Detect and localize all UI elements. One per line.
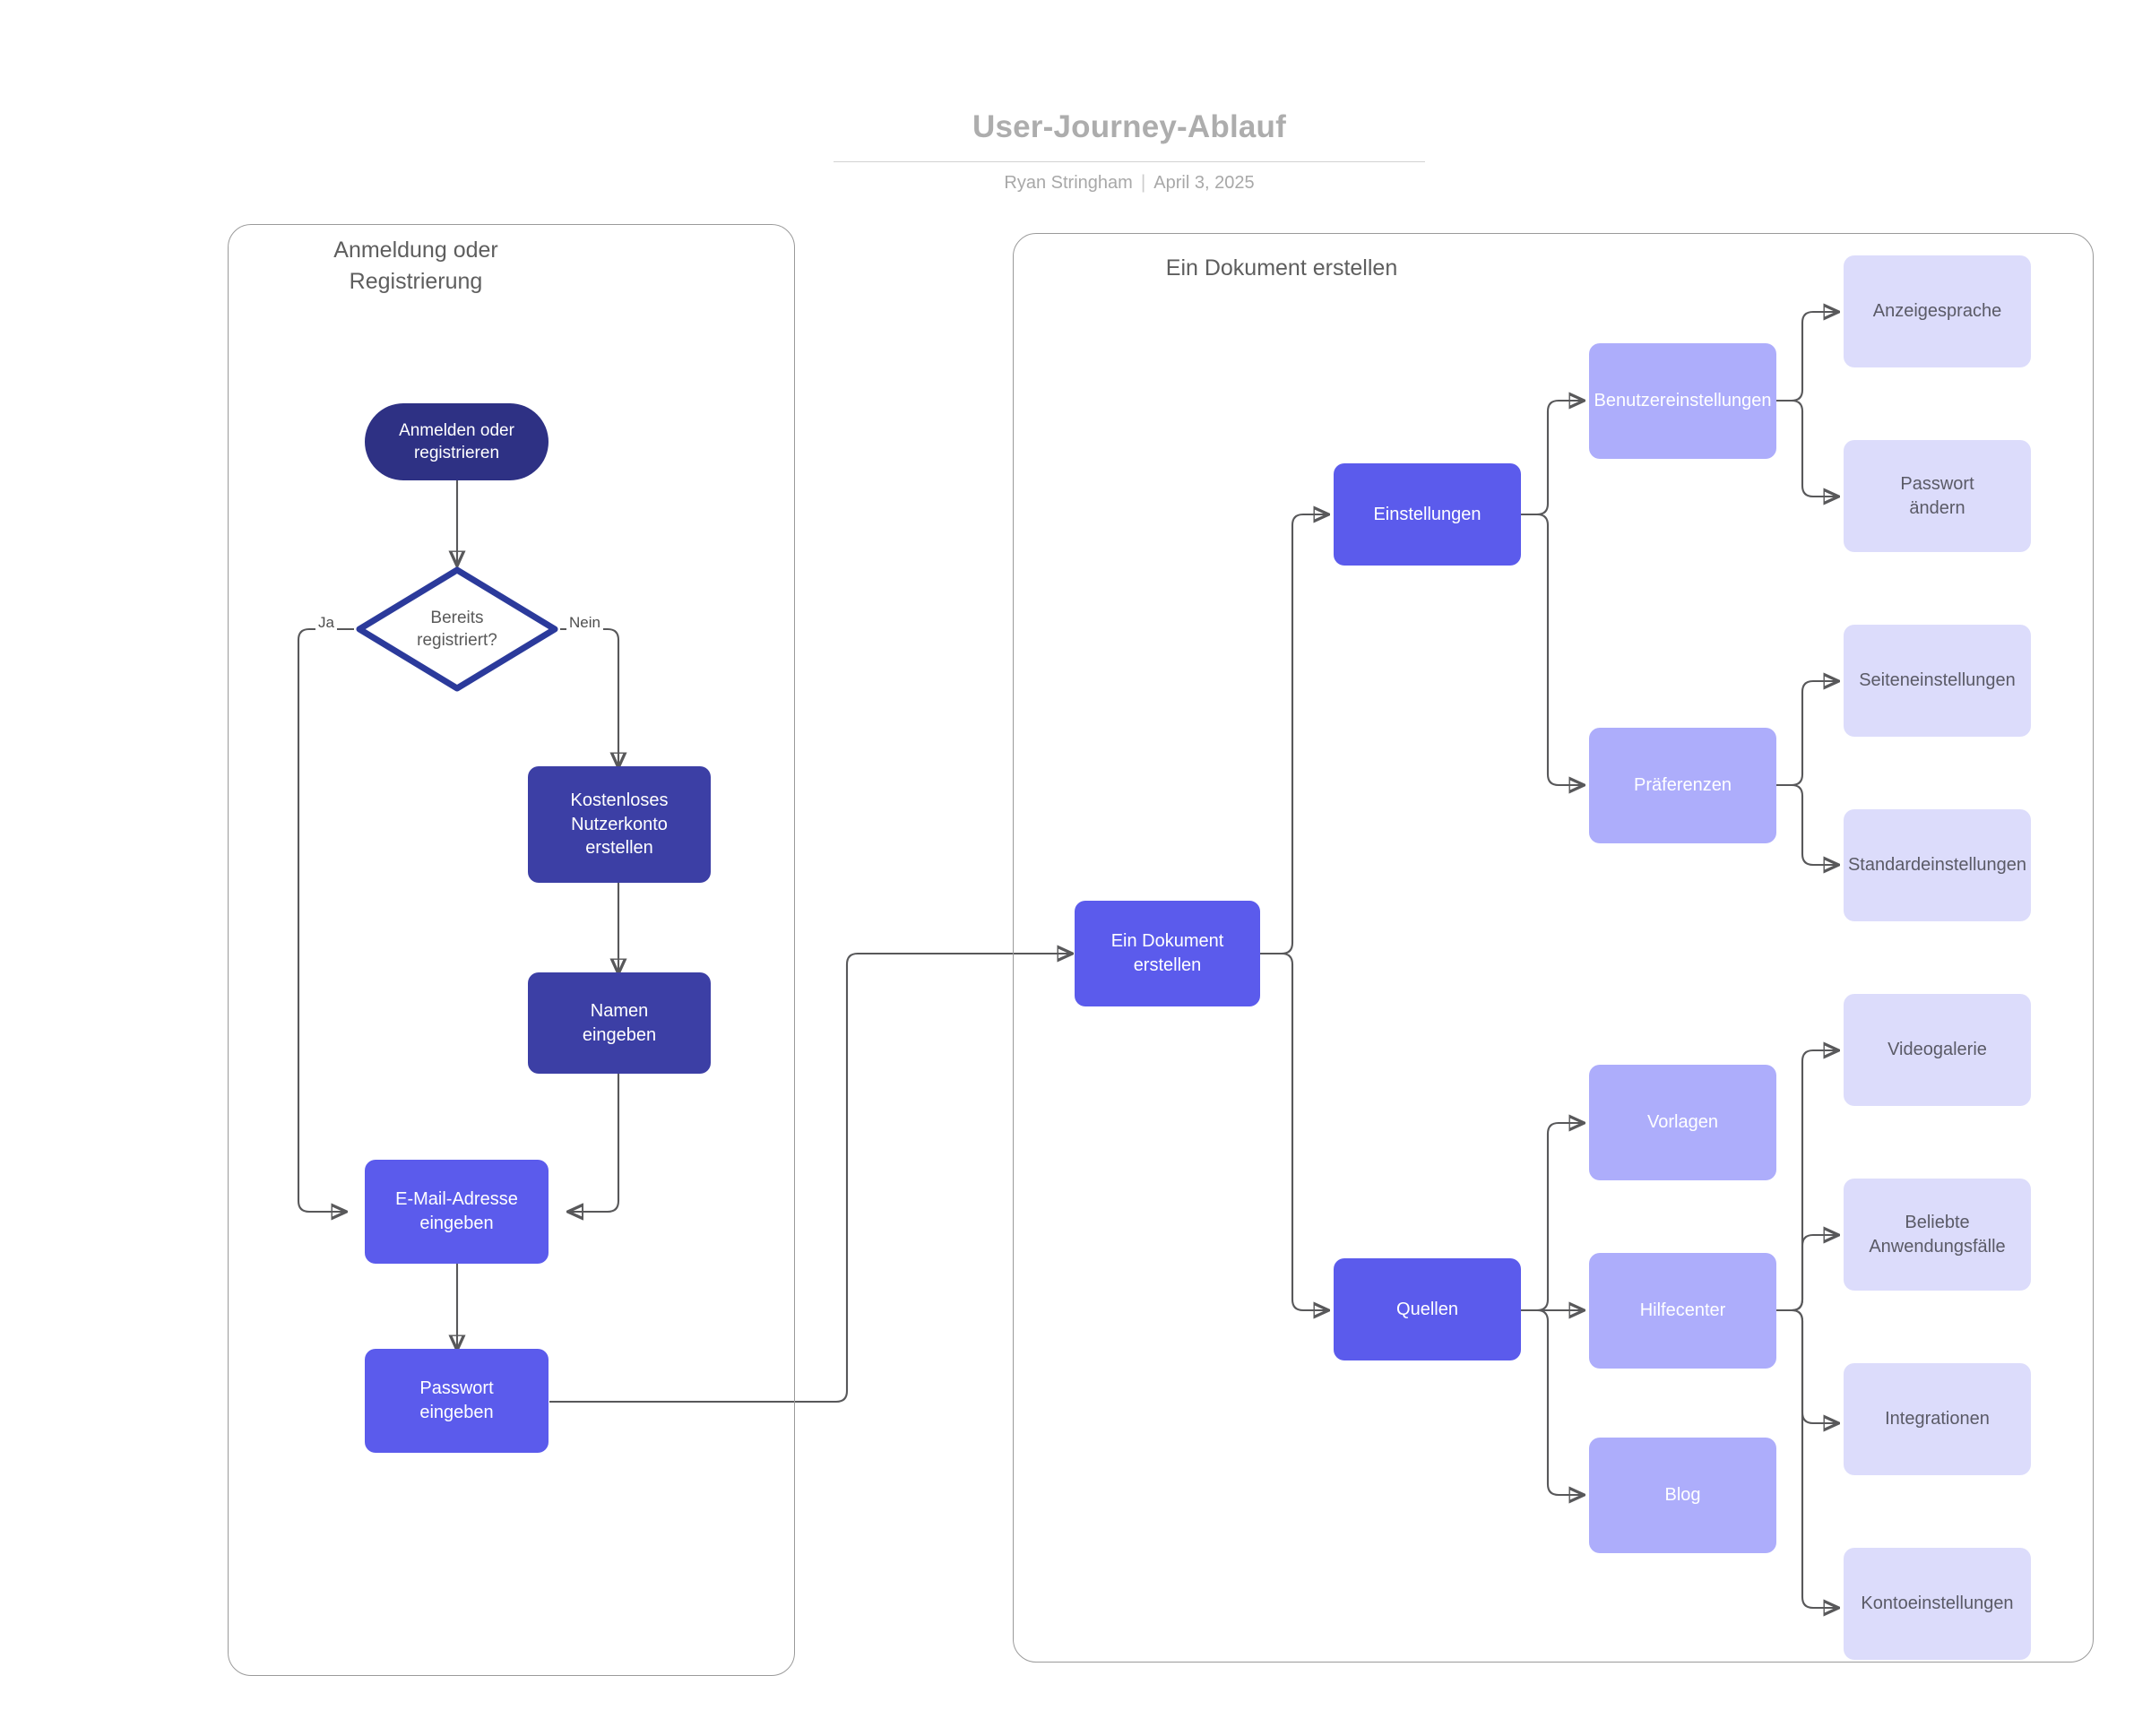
document-header: User-Journey-Ablauf Ryan Stringham | April…	[0, 0, 2151, 206]
page-title: User-Journey-Ablauf	[972, 109, 1286, 144]
container-create-doc	[1013, 233, 2094, 1663]
node-change-password-label: Passwort ändern	[1900, 473, 1974, 518]
node-enter-name[interactable]: Namen eingeben	[528, 972, 711, 1074]
node-start-label: Anmelden oder registrieren	[399, 420, 514, 462]
node-decision-label: Bereits registriert?	[417, 608, 497, 650]
node-enter-password[interactable]: Passwort eingeben	[365, 1349, 549, 1453]
node-enter-email[interactable]: E-Mail-Adresse eingeben	[365, 1160, 549, 1264]
node-user-settings[interactable]: Benutzereinstellungen	[1589, 343, 1776, 459]
node-preferences-label: Präferenzen	[1634, 775, 1732, 796]
node-enter-email-label: E-Mail-Adresse eingeben	[395, 1189, 518, 1233]
node-user-settings-label: Benutzereinstellungen	[1594, 391, 1772, 411]
node-default-settings[interactable]: Standardeinstellungen	[1844, 809, 2031, 921]
container-signup-title: Anmeldung oder Registrierung	[333, 238, 498, 294]
node-account-settings-label: Kontoeinstellungen	[1861, 1593, 2014, 1614]
container-create-doc-title: Ein Dokument erstellen	[1165, 255, 1398, 281]
container-signup	[228, 224, 795, 1676]
byline-separator: |	[1140, 172, 1146, 193]
node-enter-password-label: Passwort eingeben	[419, 1378, 494, 1422]
decision-diamond-shape	[356, 566, 558, 692]
node-create-document[interactable]: Ein Dokument erstellen	[1075, 901, 1260, 1006]
node-start[interactable]: Anmelden oder registrieren	[365, 403, 549, 480]
edge-label-yes: Ja	[315, 614, 337, 632]
node-default-settings-label: Standardeinstellungen	[1847, 855, 2027, 876]
node-templates-label: Vorlagen	[1647, 1112, 1718, 1133]
byline-author: Ryan Stringham	[1004, 173, 1133, 193]
node-create-document-label: Ein Dokument erstellen	[1110, 931, 1224, 975]
node-sources[interactable]: Quellen	[1334, 1258, 1521, 1360]
node-help-center[interactable]: Hilfecenter	[1589, 1253, 1776, 1369]
node-settings-label: Einstellungen	[1373, 504, 1482, 524]
node-free-account[interactable]: Kostenloses Nutzerkonto erstellen	[528, 766, 711, 883]
node-decision[interactable]: Bereits registriert?	[354, 565, 560, 694]
node-popular-use-cases[interactable]: Beliebte Anwendungsfälle	[1844, 1179, 2031, 1291]
node-help-center-label: Hilfecenter	[1639, 1300, 1726, 1321]
edge-label-no: Nein	[566, 614, 603, 632]
node-account-settings[interactable]: Kontoeinstellungen	[1844, 1548, 2031, 1660]
byline: Ryan Stringham | April 3, 2025	[834, 172, 1425, 194]
node-page-settings-label: Seiteneinstellungen	[1859, 670, 2016, 691]
node-templates[interactable]: Vorlagen	[1589, 1065, 1776, 1180]
node-video-gallery[interactable]: Videogalerie	[1844, 994, 2031, 1106]
node-blog[interactable]: Blog	[1589, 1438, 1776, 1553]
page-title-wrap: User-Journey-Ablauf	[834, 108, 1425, 147]
node-settings[interactable]: Einstellungen	[1334, 463, 1521, 566]
node-preferences[interactable]: Präferenzen	[1589, 728, 1776, 843]
node-change-password[interactable]: Passwort ändern	[1844, 440, 2031, 552]
node-enter-name-label: Namen eingeben	[582, 1000, 657, 1045]
title-divider	[834, 161, 1425, 162]
node-page-settings[interactable]: Seiteneinstellungen	[1844, 625, 2031, 737]
node-popular-use-cases-label: Beliebte Anwendungsfälle	[1869, 1212, 2006, 1257]
byline-date: April 3, 2025	[1153, 173, 1255, 193]
node-free-account-label: Kostenloses Nutzerkonto erstellen	[570, 790, 669, 859]
node-integrations[interactable]: Integrationen	[1844, 1363, 2031, 1475]
node-blog-label: Blog	[1664, 1485, 1701, 1506]
node-display-language-label: Anzeigesprache	[1872, 301, 2002, 322]
node-video-gallery-label: Videogalerie	[1888, 1040, 1987, 1060]
node-display-language[interactable]: Anzeigesprache	[1844, 255, 2031, 367]
node-sources-label: Quellen	[1396, 1299, 1458, 1319]
node-integrations-label: Integrationen	[1885, 1409, 1990, 1429]
